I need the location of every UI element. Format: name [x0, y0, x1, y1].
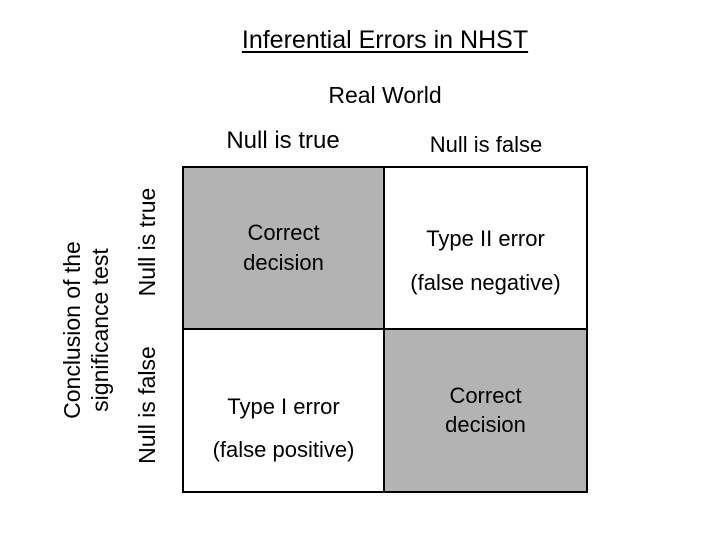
col-header-null-false: Null is false [429, 132, 543, 157]
axis-label-conclusion: Conclusion of the significance test [58, 228, 114, 432]
cell-correct-decision-top-left: Correct decision [184, 168, 385, 330]
cell-text-line: decision [243, 249, 324, 275]
cell-text-line: (false negative) [410, 269, 561, 295]
cell-text-line: Type II error [426, 226, 545, 252]
cell-type-1-error: Type I error (false positive) [184, 329, 385, 491]
axis-label-line2: significance test [87, 248, 113, 412]
cell-text-line: Correct [449, 382, 522, 408]
cell-text-line: (false positive) [212, 437, 355, 463]
real-world-label: Real World [328, 82, 442, 108]
cell-type-2-error: Type II error (false negative) [385, 168, 586, 330]
row-label-null-true: Null is true [134, 187, 160, 297]
cell-text-line: decision [445, 412, 526, 438]
cell-text-line: Correct [247, 220, 320, 246]
col-header-null-true: Null is true [226, 127, 340, 154]
decision-matrix: Correct decision Type II error (false ne… [182, 166, 588, 493]
row-label-null-false: Null is false [134, 346, 160, 464]
axis-label-line1: Conclusion of the [59, 241, 85, 419]
cell-correct-decision-bottom-right: Correct decision [385, 329, 586, 491]
cell-text-line: Type I error [227, 393, 340, 419]
slide-title: Inferential Errors in NHST [241, 26, 529, 54]
